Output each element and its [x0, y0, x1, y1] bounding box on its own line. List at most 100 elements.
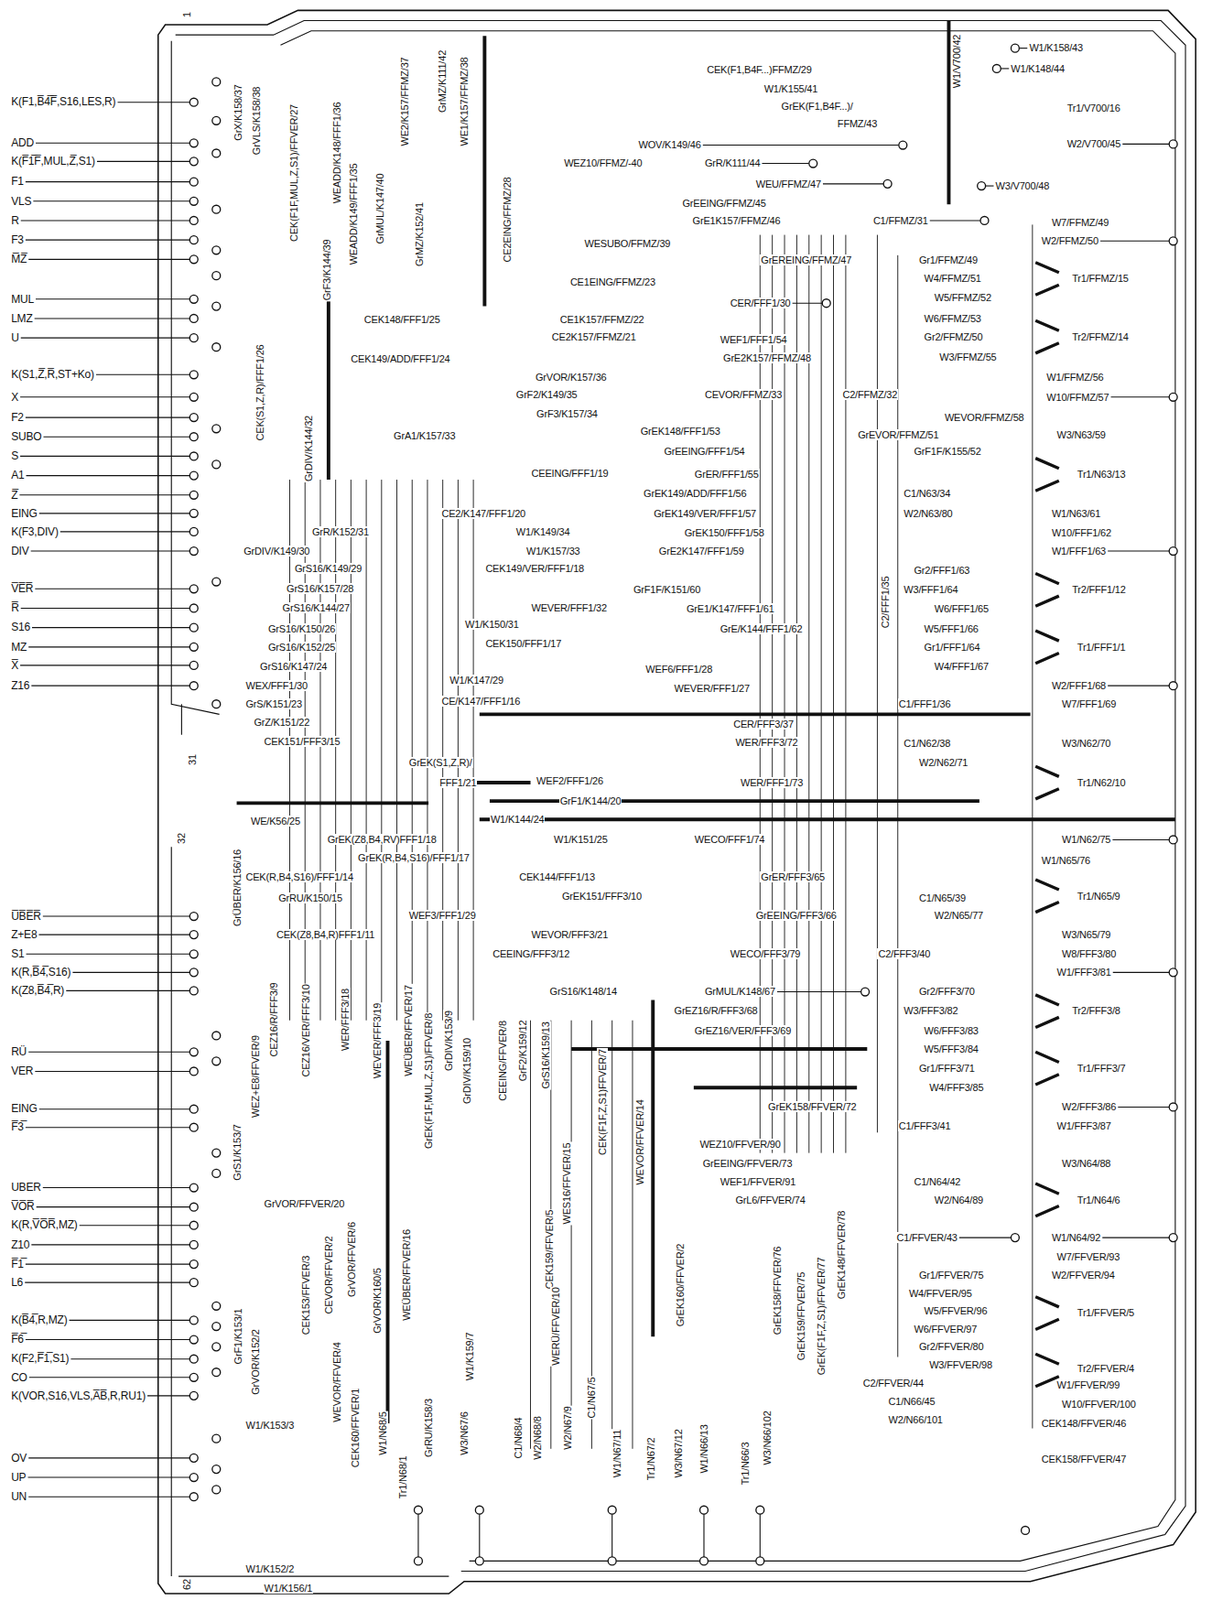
pin-label: V̅O̅R̅: [10, 1201, 35, 1212]
net-label: CEK(Z8,B4,R)FFF1/11: [275, 929, 376, 941]
pin-label: K(R,B̅4̅,S16): [10, 966, 72, 978]
pin-label: Z+E8: [10, 929, 38, 941]
solder-pad: [977, 182, 986, 191]
net-label: GrF1F/K155/52: [912, 445, 982, 457]
solder-pad: [189, 392, 198, 401]
solder-pad: [189, 660, 198, 670]
net-label: FFF1/21: [438, 777, 477, 789]
net-label: GrEK158/FFVER/76: [771, 1245, 783, 1336]
net-label: CE2EING/FFMZ/28: [501, 175, 513, 263]
solder-pad: [189, 642, 198, 651]
solder-pad: [189, 1202, 198, 1212]
net-label: GrL6/FFVER/74: [734, 1194, 806, 1206]
net-label: GrEZ16/VER/FFF3/69: [693, 1025, 792, 1037]
net-label: GrF2/K149/35: [515, 389, 579, 401]
trace: [69, 1320, 191, 1321]
trace: [34, 1071, 190, 1072]
net-label: GrER/FFF1/55: [693, 468, 760, 480]
net-label: W1/FFF3/81: [1055, 966, 1112, 978]
solder-pad: [189, 1453, 198, 1462]
trace: [571, 1020, 573, 1450]
solder-pad: [189, 452, 198, 461]
pin-label: F1: [10, 175, 25, 187]
net-label: W3/FFMZ/55: [938, 351, 997, 363]
net-label: GrE/K144/FFF1/62: [719, 623, 804, 635]
net-label: GrS16/K152/25: [267, 641, 336, 653]
trace: [1113, 972, 1169, 974]
net-label: W3/V700/48: [995, 180, 1051, 192]
trace: [25, 417, 190, 419]
pin-label: F̅6̅: [10, 1333, 25, 1345]
net-label: WEADD/K149/FFF1/35: [347, 162, 359, 267]
trace: [31, 551, 191, 552]
net-label: W6/FFVER/97: [912, 1323, 978, 1335]
trace: [28, 1476, 191, 1478]
net-label: WEZ10/FFMZ/-40: [562, 157, 643, 169]
pin-label: MUL: [10, 293, 35, 305]
solder-pad: [1168, 140, 1178, 149]
net-label: WEVER/FFF1/32: [530, 602, 608, 614]
net-label: W5/FFF3/84: [923, 1043, 980, 1055]
solder-pad: [189, 432, 198, 442]
trace: [20, 396, 190, 398]
net-label: WEVOR/FFVER/4: [331, 1341, 343, 1423]
net-label: GrS16/K149/29: [293, 562, 363, 574]
trace: [792, 303, 823, 304]
net-label: 1: [181, 10, 193, 19]
net-label: W2/N62/71: [918, 757, 969, 769]
solder-pad: [607, 1557, 617, 1566]
pin-label: F̅1̅: [10, 1258, 25, 1270]
net-label: W1/K150/31: [464, 618, 520, 630]
net-label: CE2K157/FFMZ/21: [551, 331, 638, 343]
net-label: FFMZ/43: [836, 118, 878, 130]
net-label: GrZ/K151/22: [252, 716, 311, 728]
trace: [380, 479, 382, 1021]
solder-pad: [189, 1391, 198, 1400]
trace: [25, 1264, 190, 1266]
trace: [844, 235, 846, 1154]
net-label: GrS1/K153/7: [231, 1124, 243, 1182]
net-label: W1/FFVER/99: [1055, 1379, 1121, 1391]
net-label: C2/FFF1/35: [879, 574, 891, 629]
trace: [72, 972, 190, 974]
net-label: GrEREING/FFMZ/47: [759, 254, 853, 266]
solder-pad: [413, 1505, 423, 1515]
net-label: Tr2/FFF3/8: [1071, 1005, 1122, 1017]
net-label: GrE2K157/FFMZ/48: [722, 352, 812, 364]
trace: [28, 259, 190, 260]
net-label: WEVOR/FFF3/21: [530, 929, 610, 941]
pin-label: U̅B̅E̅R̅: [10, 910, 43, 922]
net-label: Tr2/FFMZ/14: [1071, 331, 1130, 343]
net-label: 32: [175, 832, 187, 845]
pin-label: K(F3,DIV): [10, 526, 60, 538]
trace: [43, 1187, 190, 1189]
net-label: GrDIV/K149/30: [242, 545, 311, 557]
solder-pad: [756, 1505, 765, 1515]
net-label: Tr1/N67/2: [645, 1436, 657, 1482]
net-label: C1/FFF1/36: [898, 698, 953, 710]
trace: [611, 1020, 613, 1450]
trace: [35, 298, 190, 300]
net-label: Tr1/N66/3: [739, 1441, 751, 1487]
net-label: W1/K152/2: [244, 1563, 295, 1575]
trace: [280, 31, 1175, 1562]
transformer-symbol: [1035, 879, 1060, 913]
transformer-symbol: [1035, 458, 1060, 492]
net-label: GrRU/K158/3: [422, 1397, 434, 1459]
net-label: W3/N62/70: [1060, 737, 1112, 749]
net-label: WECO/FFF3/79: [729, 948, 801, 960]
trace: [473, 479, 475, 1021]
net-label: W10/FFF1/62: [1050, 527, 1113, 539]
solder-pad: [189, 471, 198, 480]
net-label: Tr1/FFMZ/15: [1071, 272, 1130, 284]
pin-label: OV: [10, 1452, 28, 1464]
solder-pad: [212, 77, 221, 87]
net-label: W1/K155/41: [763, 83, 820, 95]
net-label: GrS16/K148/14: [549, 985, 618, 997]
trace: [65, 990, 190, 992]
transformer-symbol: [1035, 320, 1060, 354]
transformer-symbol: [1035, 1183, 1060, 1217]
net-label: WEVOR/FFMZ/58: [943, 411, 1026, 423]
trace: [28, 646, 190, 648]
trace: [426, 479, 428, 1021]
